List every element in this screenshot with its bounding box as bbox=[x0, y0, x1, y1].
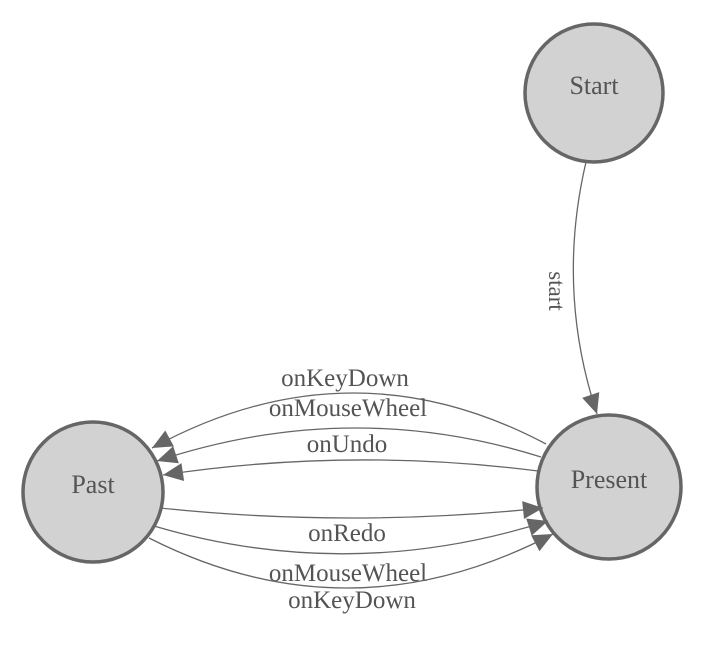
transition-label-present-to-past-onundo: onUndo bbox=[307, 431, 388, 458]
state-node-past[interactable] bbox=[21, 420, 165, 564]
transition-label-past-to-present-onredo: onRedo bbox=[308, 520, 386, 547]
transition-edge-present-to-past-onundo bbox=[162, 459, 539, 481]
state-node-label-past: Past bbox=[71, 470, 115, 499]
transition-label-start-to-present: start bbox=[544, 271, 569, 311]
transition-label-present-to-past-onmousewheel: onMouseWheel bbox=[269, 395, 427, 422]
transition-edge-present-to-past-onmousewheel bbox=[156, 427, 542, 464]
transition-label-present-to-past-onkeydown: onKeyDown bbox=[281, 365, 409, 392]
state-node-label-start: Start bbox=[569, 71, 619, 100]
transition-edge-start-to-present bbox=[572, 161, 600, 415]
transition-edge-past-to-present-onredo bbox=[159, 501, 544, 520]
transition-edge-past-to-present-onkeydown bbox=[148, 533, 554, 589]
transition-edge-past-to-present-onmousewheel bbox=[153, 518, 549, 555]
transition-label-past-to-present-onkeydown: onKeyDown bbox=[288, 587, 416, 614]
state-node-label-present: Present bbox=[571, 465, 648, 494]
transition-label-past-to-present-onmousewheel: onMouseWheel bbox=[269, 560, 427, 587]
state-node-start[interactable] bbox=[523, 22, 665, 164]
state-node-present[interactable] bbox=[535, 413, 683, 561]
transition-edge-present-to-past-onkeydown bbox=[151, 392, 547, 449]
